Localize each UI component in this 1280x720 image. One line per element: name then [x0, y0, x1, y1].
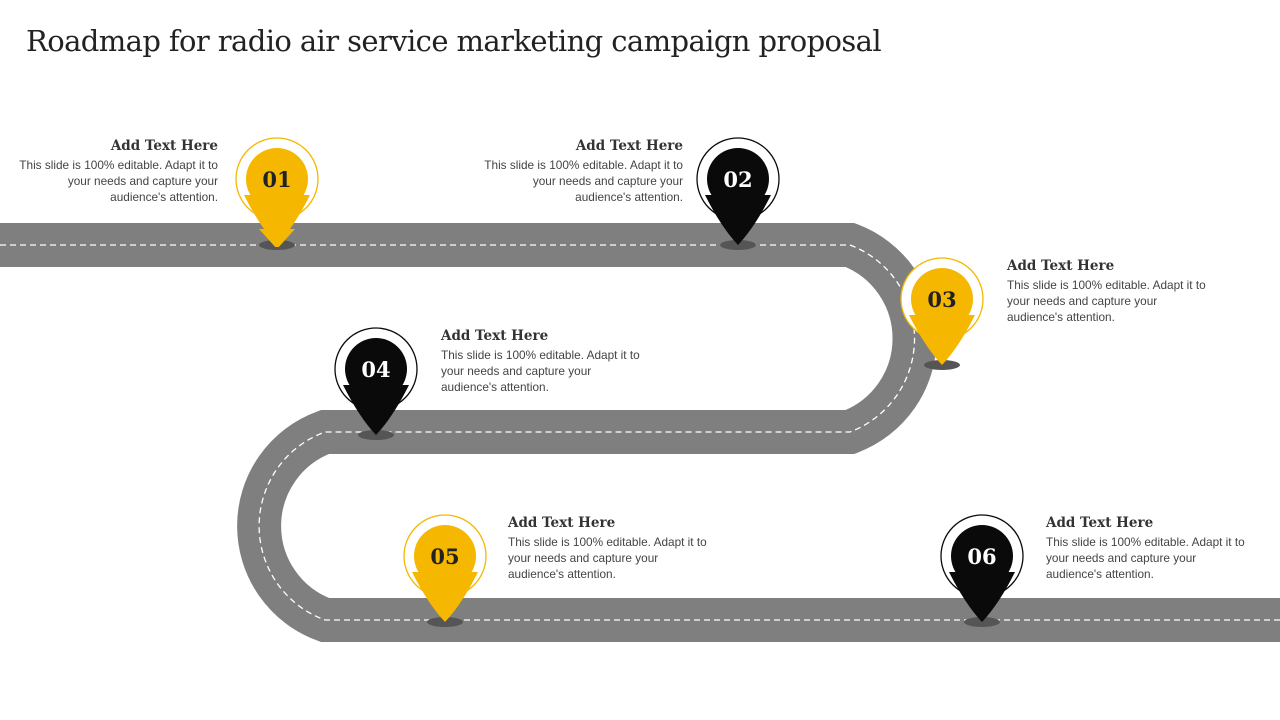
step-05-heading: Add Text Here — [508, 515, 616, 531]
step-05-text: Add Text Here This slide is 100% editabl… — [508, 515, 708, 582]
pin-02-number: 02 — [723, 166, 753, 192]
pin-05-number: 05 — [430, 543, 460, 569]
step-03-body: This slide is 100% editable. Adapt it to… — [1007, 278, 1206, 324]
step-06-text: Add Text Here This slide is 100% editabl… — [1046, 515, 1246, 582]
pin-01: 01 — [232, 137, 322, 247]
step-06-heading: Add Text Here — [1046, 515, 1154, 531]
step-06-body: This slide is 100% editable. Adapt it to… — [1046, 535, 1245, 581]
pin-05: 05 — [400, 514, 490, 624]
pin-04-number: 04 — [361, 356, 391, 382]
pin-02: 02 — [693, 137, 783, 247]
pin-04: 04 — [331, 327, 421, 437]
pin-03: 03 — [897, 257, 987, 367]
step-04-heading: Add Text Here — [441, 328, 549, 344]
step-01-body: This slide is 100% editable. Adapt it to… — [19, 158, 218, 204]
pin-06-number: 06 — [967, 543, 997, 569]
step-02-heading: Add Text Here — [575, 138, 683, 154]
pin-03-number: 03 — [927, 286, 957, 312]
step-01-text: Add Text Here This slide is 100% editabl… — [18, 138, 218, 205]
pin-01-number: 01 — [262, 166, 292, 192]
step-02-body: This slide is 100% editable. Adapt it to… — [484, 158, 683, 204]
step-04-body: This slide is 100% editable. Adapt it to… — [441, 348, 640, 394]
step-04-text: Add Text Here This slide is 100% editabl… — [441, 328, 641, 395]
step-01-heading: Add Text Here — [110, 138, 218, 154]
step-05-body: This slide is 100% editable. Adapt it to… — [508, 535, 707, 581]
step-03-text: Add Text Here This slide is 100% editabl… — [1007, 258, 1207, 325]
step-02-text: Add Text Here This slide is 100% editabl… — [483, 138, 683, 205]
page-title: Roadmap for radio air service marketing … — [26, 24, 882, 58]
pin-06: 06 — [937, 514, 1027, 624]
step-03-heading: Add Text Here — [1007, 258, 1115, 274]
